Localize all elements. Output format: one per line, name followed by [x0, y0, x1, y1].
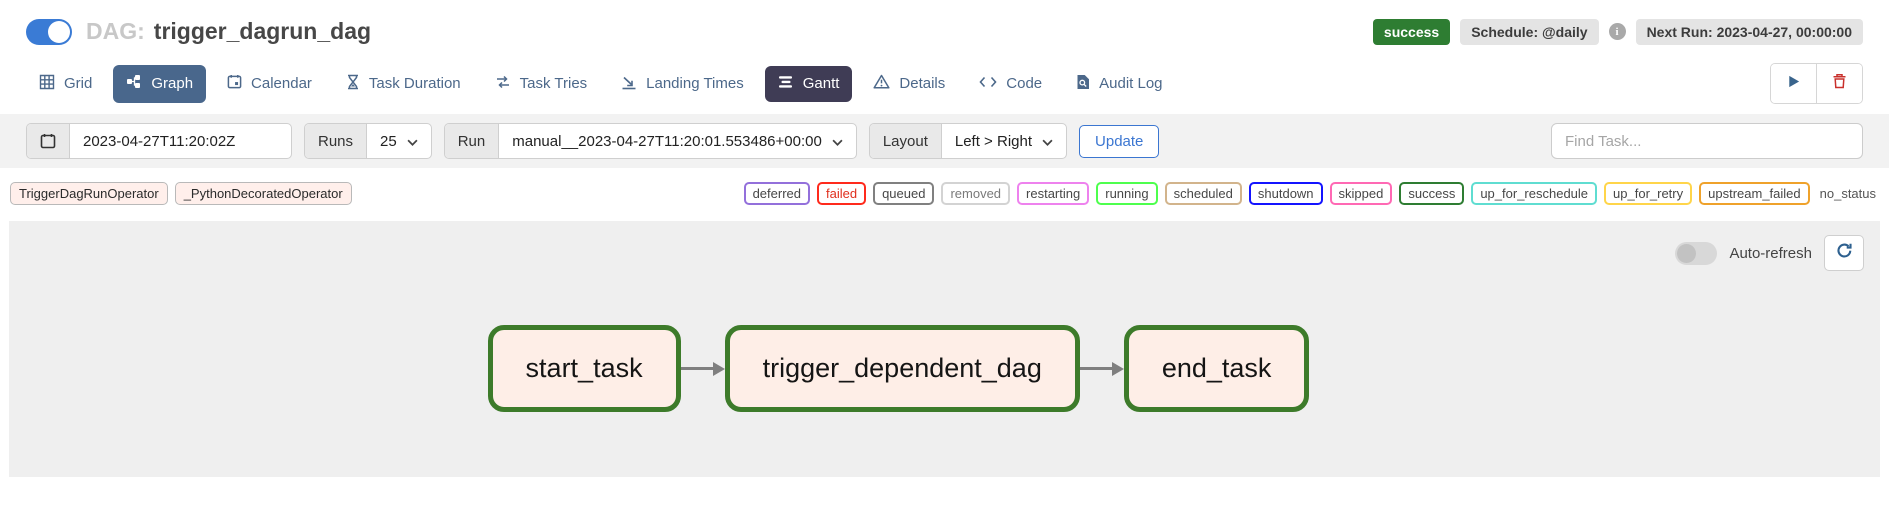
layout-label: Layout	[869, 124, 942, 158]
status-legend: deferred failed queued removed restartin…	[743, 182, 1879, 205]
operator-legend-badge: TriggerDagRunOperator	[10, 182, 168, 205]
toggle-knob	[48, 20, 70, 43]
dag-header: DAG: trigger_dagrun_dag success Schedule…	[0, 0, 1889, 51]
edge-arrow	[1079, 361, 1124, 376]
tab-label: Task Duration	[368, 75, 461, 92]
task-node-end-task[interactable]: end_task	[1123, 325, 1310, 412]
layout-select[interactable]: Left > Right	[942, 124, 1066, 158]
dag-graph-panel: Auto-refresh start_task trigger_dependen…	[9, 221, 1880, 477]
play-icon	[1786, 74, 1801, 94]
tab-label: Task Tries	[519, 75, 588, 92]
run-group: Run manual__2023-04-27T11:20:01.553486+0…	[443, 123, 857, 159]
tab-label: Landing Times	[646, 75, 744, 92]
tab-graph[interactable]: Graph	[113, 64, 207, 103]
tab-details[interactable]: Details	[860, 65, 958, 102]
task-node-trigger-dependent-dag[interactable]: trigger_dependent_dag	[724, 325, 1080, 412]
status-legend-badge: up_for_reschedule	[1471, 182, 1598, 205]
tab-label: Code	[1006, 75, 1043, 92]
tab-task-tries[interactable]: Task Tries	[482, 65, 601, 103]
task-node-start-task[interactable]: start_task	[487, 325, 681, 412]
filter-bar: Runs 25 Run manual__2023-04-27T11:20:01.…	[0, 114, 1889, 168]
refresh-button[interactable]	[1824, 235, 1864, 271]
operator-legend-badge: _PythonDecoratedOperator	[174, 182, 352, 205]
status-legend-badge: success	[1399, 182, 1465, 205]
status-legend-badge: scheduled	[1164, 182, 1242, 205]
dag-prefix-label: DAG:	[86, 18, 145, 44]
schedule-badge: Schedule: @daily	[1460, 18, 1599, 45]
next-run-badge: Next Run: 2023-04-27, 00:00:00	[1635, 18, 1863, 45]
find-task-input[interactable]	[1551, 123, 1863, 159]
status-legend-badge: removed	[941, 182, 1011, 205]
trash-icon	[1832, 73, 1847, 94]
status-legend-badge: failed	[816, 182, 867, 205]
landing-icon	[621, 74, 637, 94]
refresh-icon	[1835, 241, 1854, 265]
code-icon	[979, 75, 997, 93]
tab-grid[interactable]: Grid	[26, 65, 105, 103]
update-button[interactable]: Update	[1079, 124, 1160, 158]
dag-title: trigger_dagrun_dag	[153, 18, 372, 44]
base-date-input[interactable]	[83, 132, 278, 150]
hourglass-icon	[346, 74, 360, 94]
tab-label: Audit Log	[1099, 75, 1163, 92]
edge-arrow	[680, 361, 725, 376]
calendar-addon[interactable]	[27, 124, 70, 158]
repeat-icon	[495, 74, 511, 94]
status-badge: success	[1372, 18, 1451, 45]
tab-gantt[interactable]: Gantt	[764, 65, 853, 102]
graph-controls: Auto-refresh	[1675, 235, 1864, 271]
chevron-down-icon	[832, 133, 843, 150]
tab-calendar[interactable]: Calendar	[214, 65, 325, 102]
dag-pause-toggle[interactable]	[26, 18, 72, 45]
runs-group: Runs 25	[304, 123, 432, 159]
chevron-down-icon	[407, 133, 418, 150]
chevron-down-icon	[1042, 133, 1053, 150]
tab-label: Calendar	[251, 75, 312, 92]
tab-label: Graph	[151, 75, 194, 92]
status-legend-badge: skipped	[1329, 182, 1393, 205]
base-date-group	[26, 123, 292, 159]
grid-icon	[39, 74, 55, 94]
auto-refresh-toggle[interactable]	[1675, 241, 1718, 265]
auto-refresh-label: Auto-refresh	[1729, 244, 1812, 262]
tab-code[interactable]: Code	[966, 66, 1055, 102]
status-legend-badge: shutdown	[1248, 182, 1323, 205]
status-legend-badge: upstream_failed	[1699, 182, 1810, 205]
toggle-knob	[1677, 243, 1697, 263]
dag-actions	[1770, 63, 1863, 104]
runs-value: 25	[380, 132, 397, 150]
runs-select[interactable]: 25	[367, 124, 431, 158]
runs-label: Runs	[305, 124, 368, 158]
layout-value: Left > Right	[954, 132, 1033, 150]
status-legend-badge: deferred	[743, 182, 810, 205]
view-tabs: Grid Graph Calendar Task Duration Task T…	[0, 51, 1889, 114]
calendar-icon	[227, 74, 242, 93]
tab-audit-log[interactable]: Audit Log	[1063, 65, 1175, 103]
status-legend-badge: restarting	[1017, 182, 1090, 205]
delete-dag-button[interactable]	[1816, 64, 1862, 103]
tab-label: Details	[899, 75, 946, 92]
trigger-dag-button[interactable]	[1771, 64, 1816, 103]
dag-nodes: start_task trigger_dependent_dag end_tas…	[0, 325, 1834, 412]
header-badges: success Schedule: @daily i Next Run: 202…	[1372, 18, 1863, 45]
no-status-label: no_status	[1819, 186, 1876, 201]
status-legend-badge: running	[1096, 182, 1158, 205]
tab-label: Grid	[64, 75, 93, 92]
gantt-icon	[778, 75, 794, 93]
status-legend-badge: queued	[873, 182, 935, 205]
tab-label: Gantt	[802, 75, 840, 92]
legend-row: TriggerDagRunOperator _PythonDecoratedOp…	[0, 168, 1889, 215]
tab-task-duration[interactable]: Task Duration	[333, 65, 474, 103]
audit-log-icon	[1076, 74, 1090, 94]
info-icon: i	[1608, 23, 1626, 40]
run-value: manual__2023-04-27T11:20:01.553486+00:00	[512, 132, 822, 150]
warning-triangle-icon	[873, 74, 890, 93]
run-select[interactable]: manual__2023-04-27T11:20:01.553486+00:00	[499, 124, 856, 158]
layout-group: Layout Left > Right	[868, 123, 1068, 159]
run-label: Run	[444, 124, 500, 158]
tab-landing-times[interactable]: Landing Times	[608, 65, 757, 103]
status-legend-badge: up_for_retry	[1604, 182, 1693, 205]
graph-icon	[126, 74, 142, 94]
